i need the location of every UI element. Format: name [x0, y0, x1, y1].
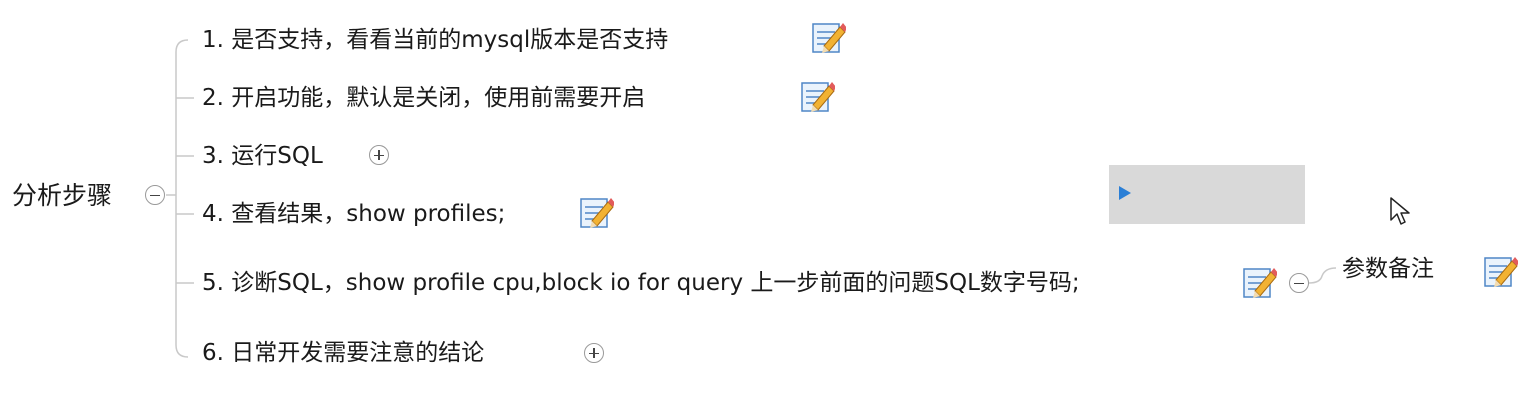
note-pencil-icon[interactable] — [810, 19, 847, 55]
note-pencil-icon[interactable] — [578, 194, 615, 230]
note-pencil-icon[interactable] — [1482, 253, 1519, 289]
root-collapse-toggle[interactable] — [145, 185, 165, 205]
root-node-label[interactable]: 分析步骤 — [12, 181, 113, 210]
step-3-expand-toggle[interactable] — [369, 145, 389, 165]
play-arrow-icon — [1119, 186, 1131, 200]
mouse-pointer-icon — [1390, 197, 1410, 225]
step-6-expand-toggle[interactable] — [584, 343, 604, 363]
step-3-label[interactable]: 3. 运行SQL — [202, 143, 323, 169]
step-5-collapse-toggle[interactable] — [1289, 273, 1309, 293]
step-1-label[interactable]: 1. 是否支持，看看当前的mysql版本是否支持 — [202, 27, 669, 53]
note-pencil-icon[interactable] — [799, 78, 836, 114]
step-5-label[interactable]: 5. 诊断SQL，show profile cpu,block io for q… — [202, 270, 1080, 296]
step-6-label[interactable]: 6. 日常开发需要注意的结论 — [202, 340, 485, 366]
step-4-label[interactable]: 4. 查看结果，show profiles; — [202, 201, 506, 227]
param-notes-label[interactable]: 参数备注 — [1342, 256, 1434, 282]
tooltip-box — [1109, 165, 1305, 224]
note-pencil-icon[interactable] — [1241, 264, 1278, 300]
step-2-label[interactable]: 2. 开启功能，默认是关闭，使用前需要开启 — [202, 85, 646, 111]
